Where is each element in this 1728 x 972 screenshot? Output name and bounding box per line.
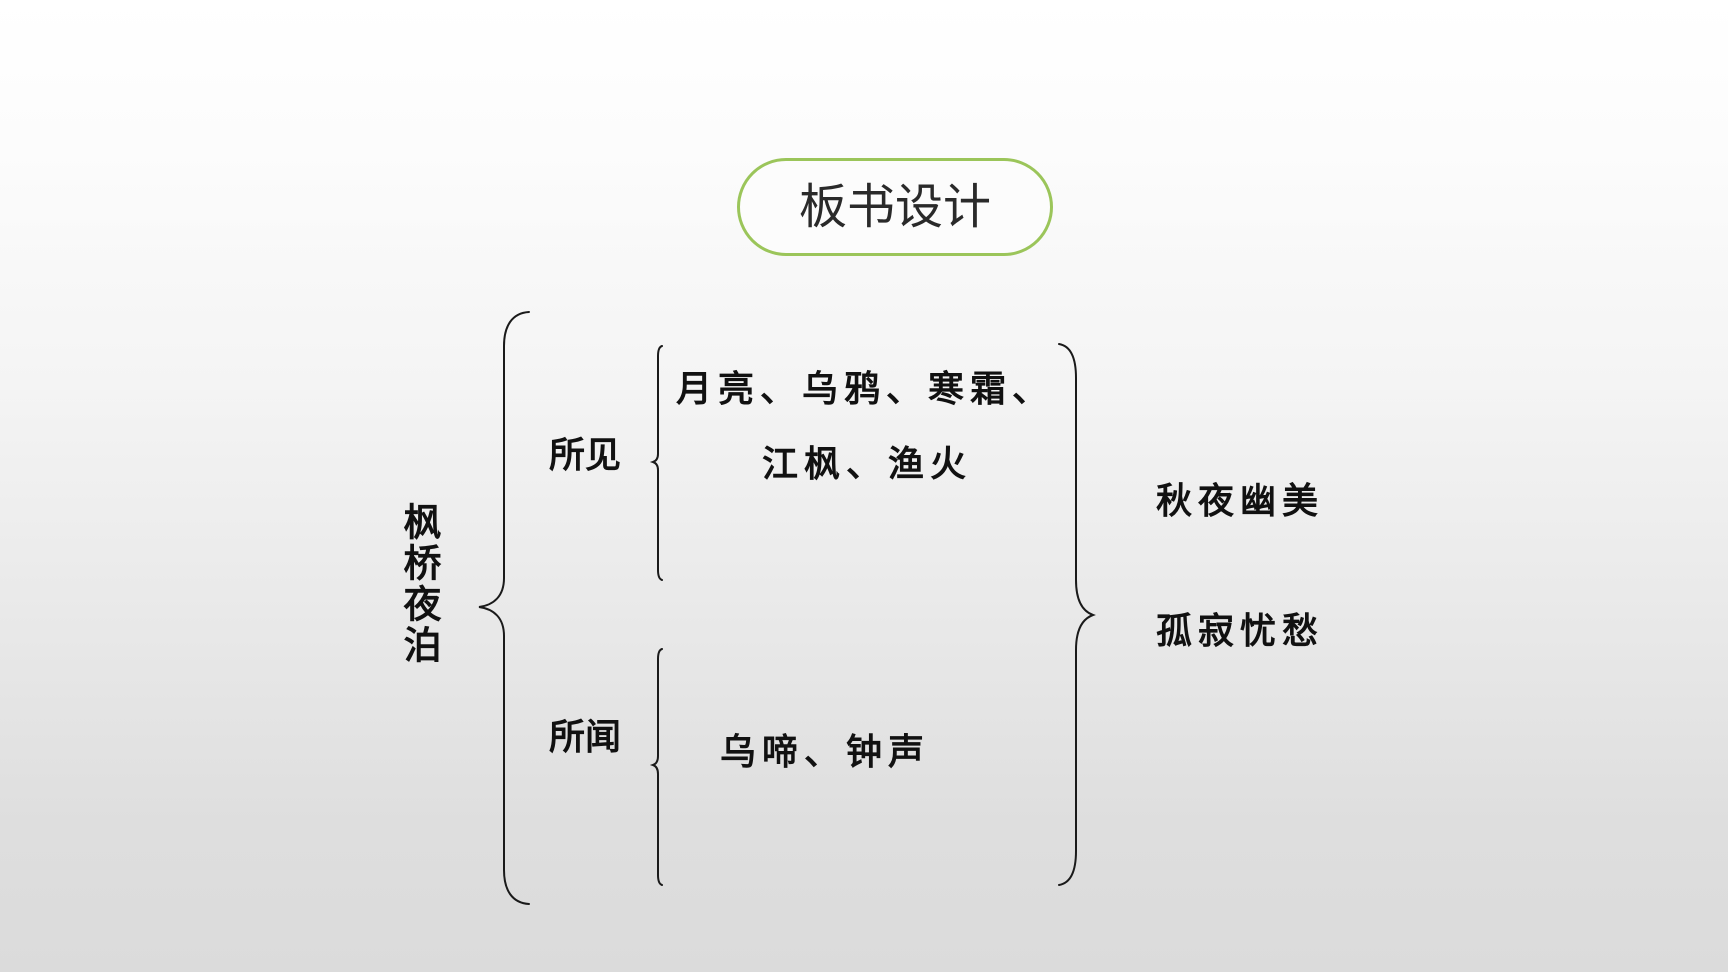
section-label-seen: 所见: [549, 434, 622, 476]
slide-title: 板书设计: [798, 179, 991, 235]
heard-brace: [649, 648, 663, 886]
seen-brace: [649, 345, 663, 581]
seen-items-line-2: 江枫、渔火: [762, 443, 973, 485]
heard-items-line-1: 乌啼、钟声: [720, 731, 931, 773]
conclusion-lonely-sorrow: 孤寂忧愁: [1156, 610, 1325, 652]
conclusion-autumn-night-beauty: 秋夜幽美: [1156, 480, 1325, 522]
seen-items-line-1: 月亮、乌鸦、寒霜、: [676, 368, 1055, 410]
title-pill: 板书设计: [737, 158, 1053, 256]
right-main-brace: [1058, 343, 1096, 886]
left-main-brace: [478, 311, 530, 905]
section-label-heard: 所闻: [549, 716, 622, 758]
poem-title: 枫桥夜泊: [397, 502, 442, 666]
